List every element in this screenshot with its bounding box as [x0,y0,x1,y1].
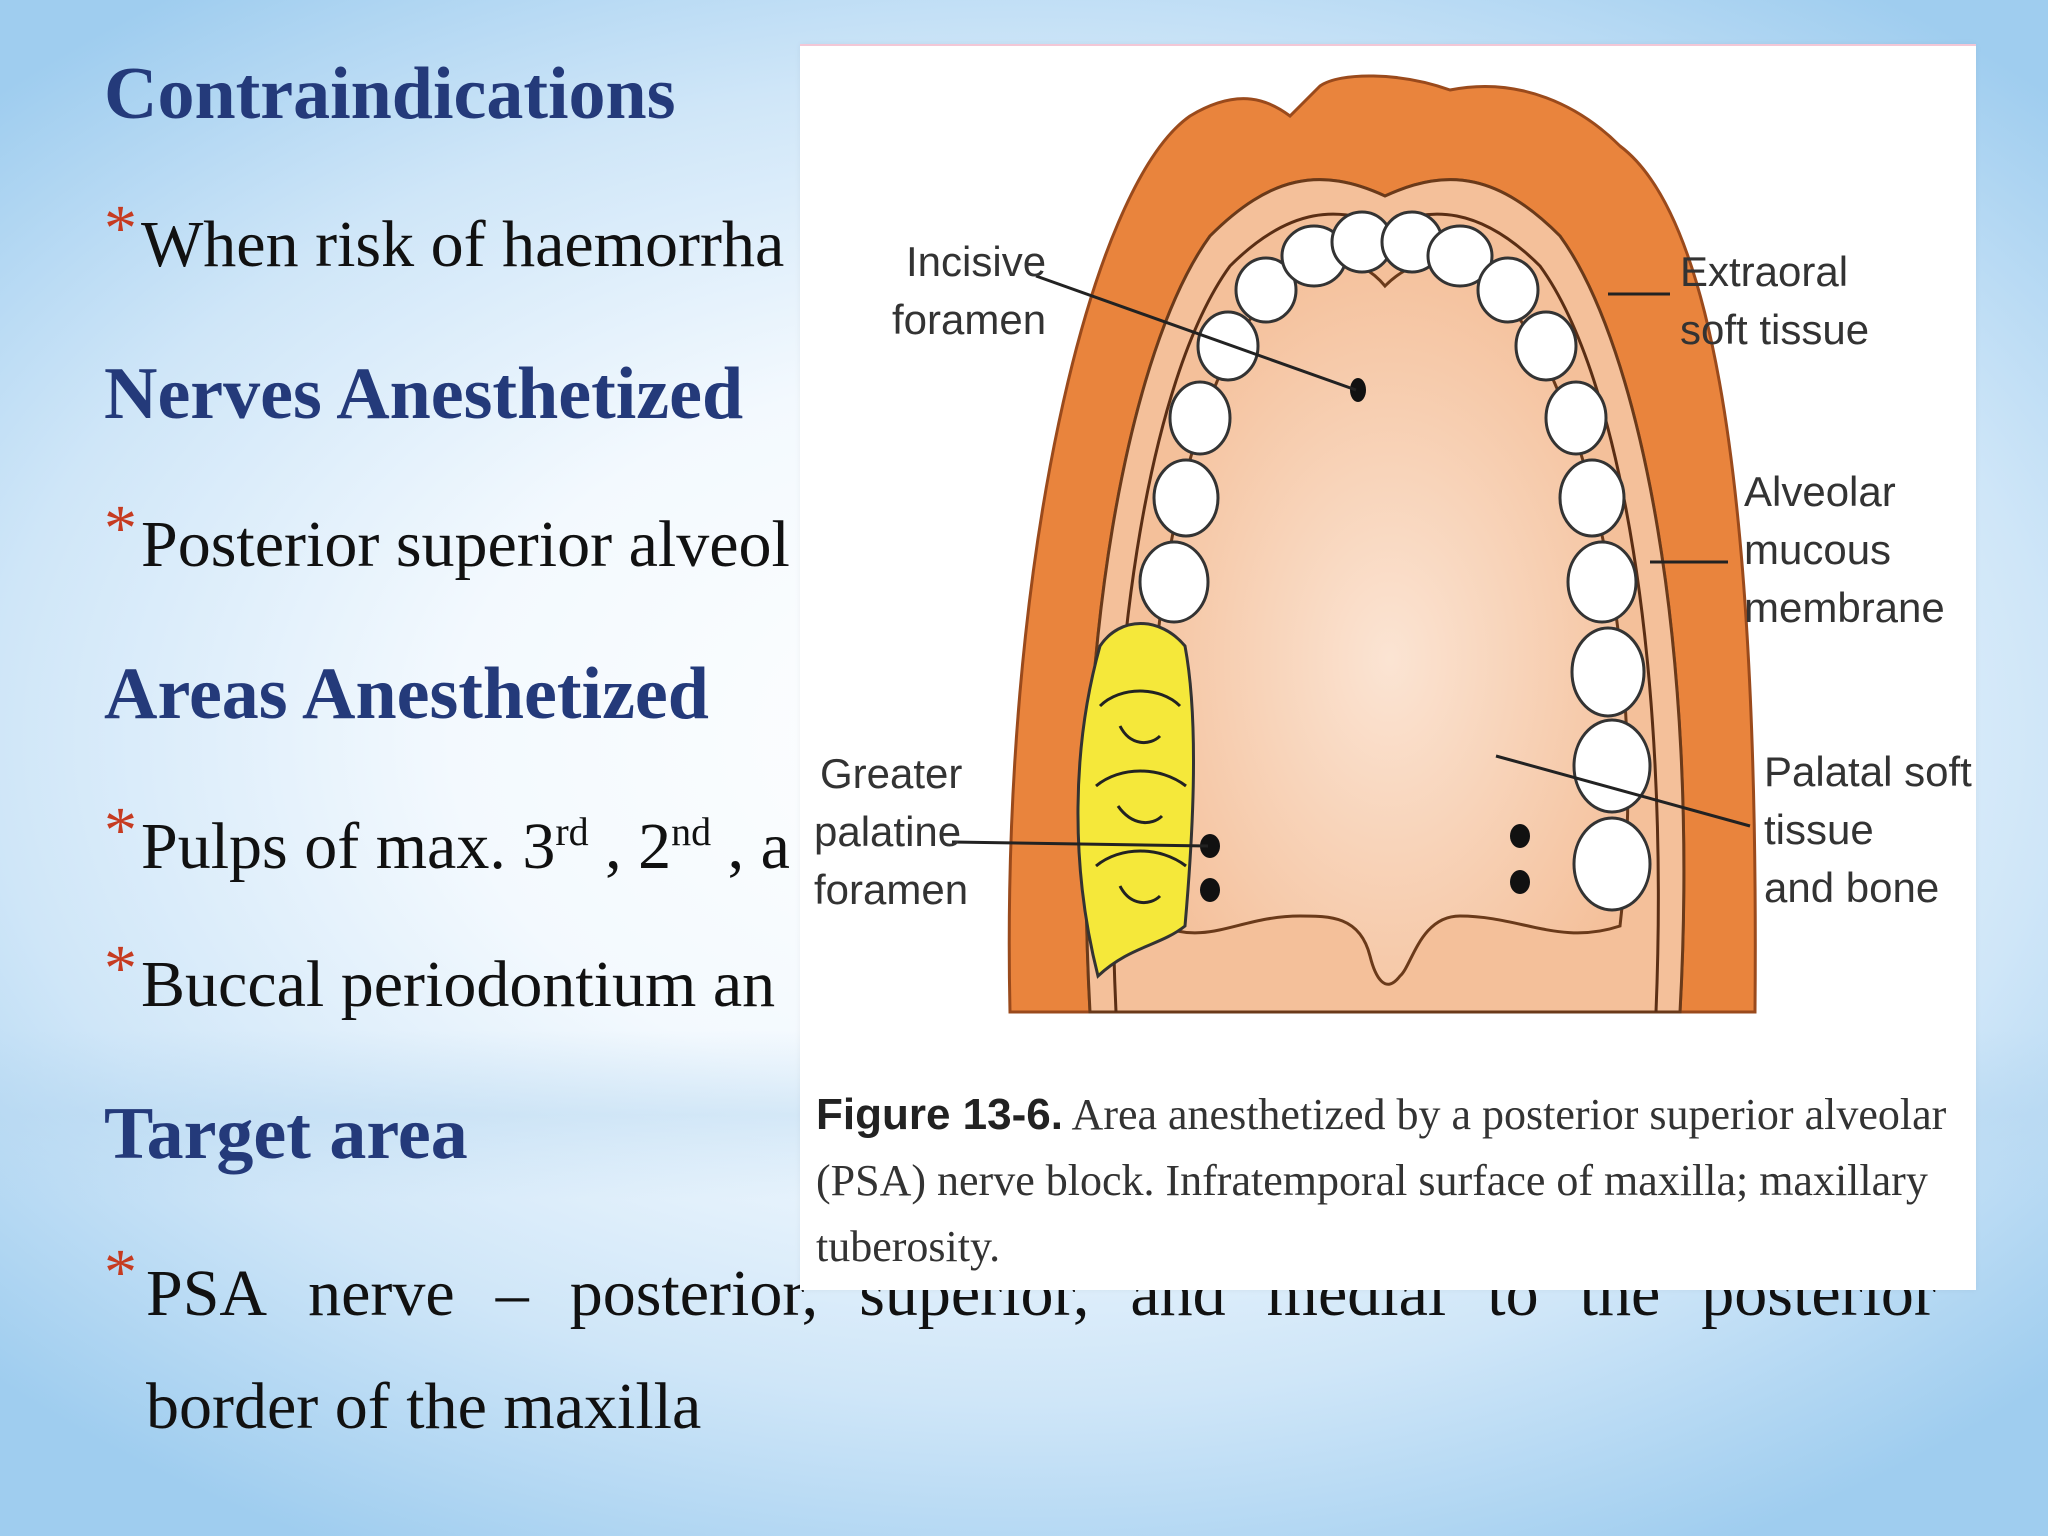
caption-label: Figure 13-6. [816,1090,1063,1139]
label-greater-3: foramen [814,866,968,913]
heading-areas-anesthetized: Areas Anesthetized [104,653,709,735]
label-alveolar-2: mucous [1744,526,1891,573]
label-palatal-2: tissue [1764,806,1874,853]
label-palatal-3: and bone [1764,864,1939,911]
anesthetized-teeth-shape [1076,622,1196,979]
bullet-pulps: *Pulps of max. 3rd , 2nd , a [104,794,790,883]
label-greater-2: palatine [814,808,961,855]
label-extraoral-2: soft tissue [1680,306,1869,353]
leader-lines [951,274,1751,848]
label-extraoral-1: Extraoral [1680,248,1848,295]
bullet-star-icon: * [104,932,137,1005]
bullet-psa-star: * [104,1240,141,1322]
figure-psa-block: Incisive foramen Extraoral soft tissue A… [800,44,1976,1290]
bullet-psa-line2: border of the maxilla [146,1370,702,1443]
label-alveolar-1: Alveolar [1744,468,1896,515]
bullet-star-icon: * [104,492,137,565]
label-greater-1: Greater [820,750,962,797]
label-incisive-2: foramen [892,296,1046,343]
heading-contraindications: Contraindications [104,53,676,135]
label-alveolar-3: membrane [1744,584,1945,631]
figure-caption: Figure 13-6. Area anesthetized by a post… [816,1082,1966,1280]
heading-nerves-anesthetized: Nerves Anesthetized [104,353,744,435]
bullet-star-icon: * [104,794,137,867]
label-incisive-1: Incisive [906,238,1046,285]
maxilla-diagram: Incisive foramen Extraoral soft tissue A… [814,74,1972,1014]
bullet-contraindication: *When risk of haemorrha [104,192,785,281]
molar-details [1095,689,1187,905]
bullet-star-icon: * [104,1236,137,1309]
bullet-buccal: *Buccal periodontium an [104,932,776,1021]
heading-target-area: Target area [104,1093,468,1175]
bullet-star-icon: * [104,192,137,265]
teeth [1138,210,1652,912]
caption-text: Area anesthetized by a posterior superio… [816,1090,1947,1271]
foramina-dots [1200,378,1530,902]
label-palatal-1: Palatal soft [1764,748,1972,795]
bullet-nerves: *Posterior superior alveol [104,492,790,581]
